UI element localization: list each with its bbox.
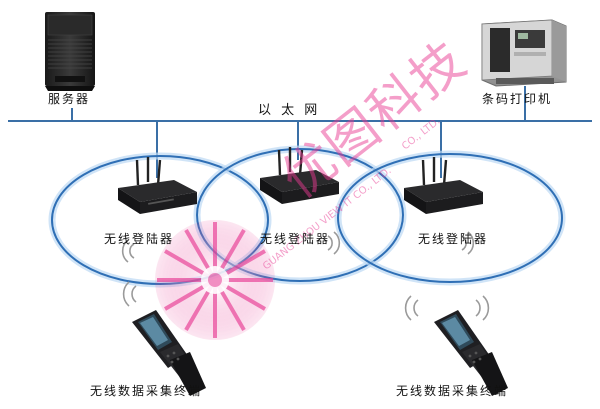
handheld-terminal-2-icon: [434, 310, 508, 396]
router-3-label: 无线登陆器: [418, 232, 489, 246]
printer-label: 条码打印机: [482, 92, 553, 106]
signal-terminal-2: [404, 295, 490, 321]
signal-router-2: [327, 231, 341, 255]
router-1-label: 无线登陆器: [104, 232, 175, 246]
coverage-ring-3: [337, 153, 563, 283]
ethernet-backbone: [8, 86, 592, 178]
signal-waves: [121, 231, 490, 321]
coverage-rings: [48, 145, 566, 288]
signal-router-1-left: [121, 239, 135, 263]
terminal-2-label: 无线数据采集终端: [396, 384, 509, 398]
router-3-icon: [404, 157, 483, 214]
signal-terminal-1: [122, 281, 137, 307]
router-2-icon: [260, 147, 339, 204]
router-1-icon: [118, 157, 197, 214]
signal-router-3: [461, 231, 475, 255]
terminal-1-label: 无线数据采集终端: [90, 384, 203, 398]
handheld-terminal-1-icon: [132, 310, 206, 396]
server-label: 服务器: [48, 92, 91, 106]
barcode-printer-icon: [481, 19, 567, 87]
router-2-label: 无线登陆器: [260, 232, 331, 246]
coverage-ring-2: [196, 148, 404, 282]
server-icon: [45, 12, 95, 91]
ethernet-label: 以 太 网: [258, 103, 321, 118]
